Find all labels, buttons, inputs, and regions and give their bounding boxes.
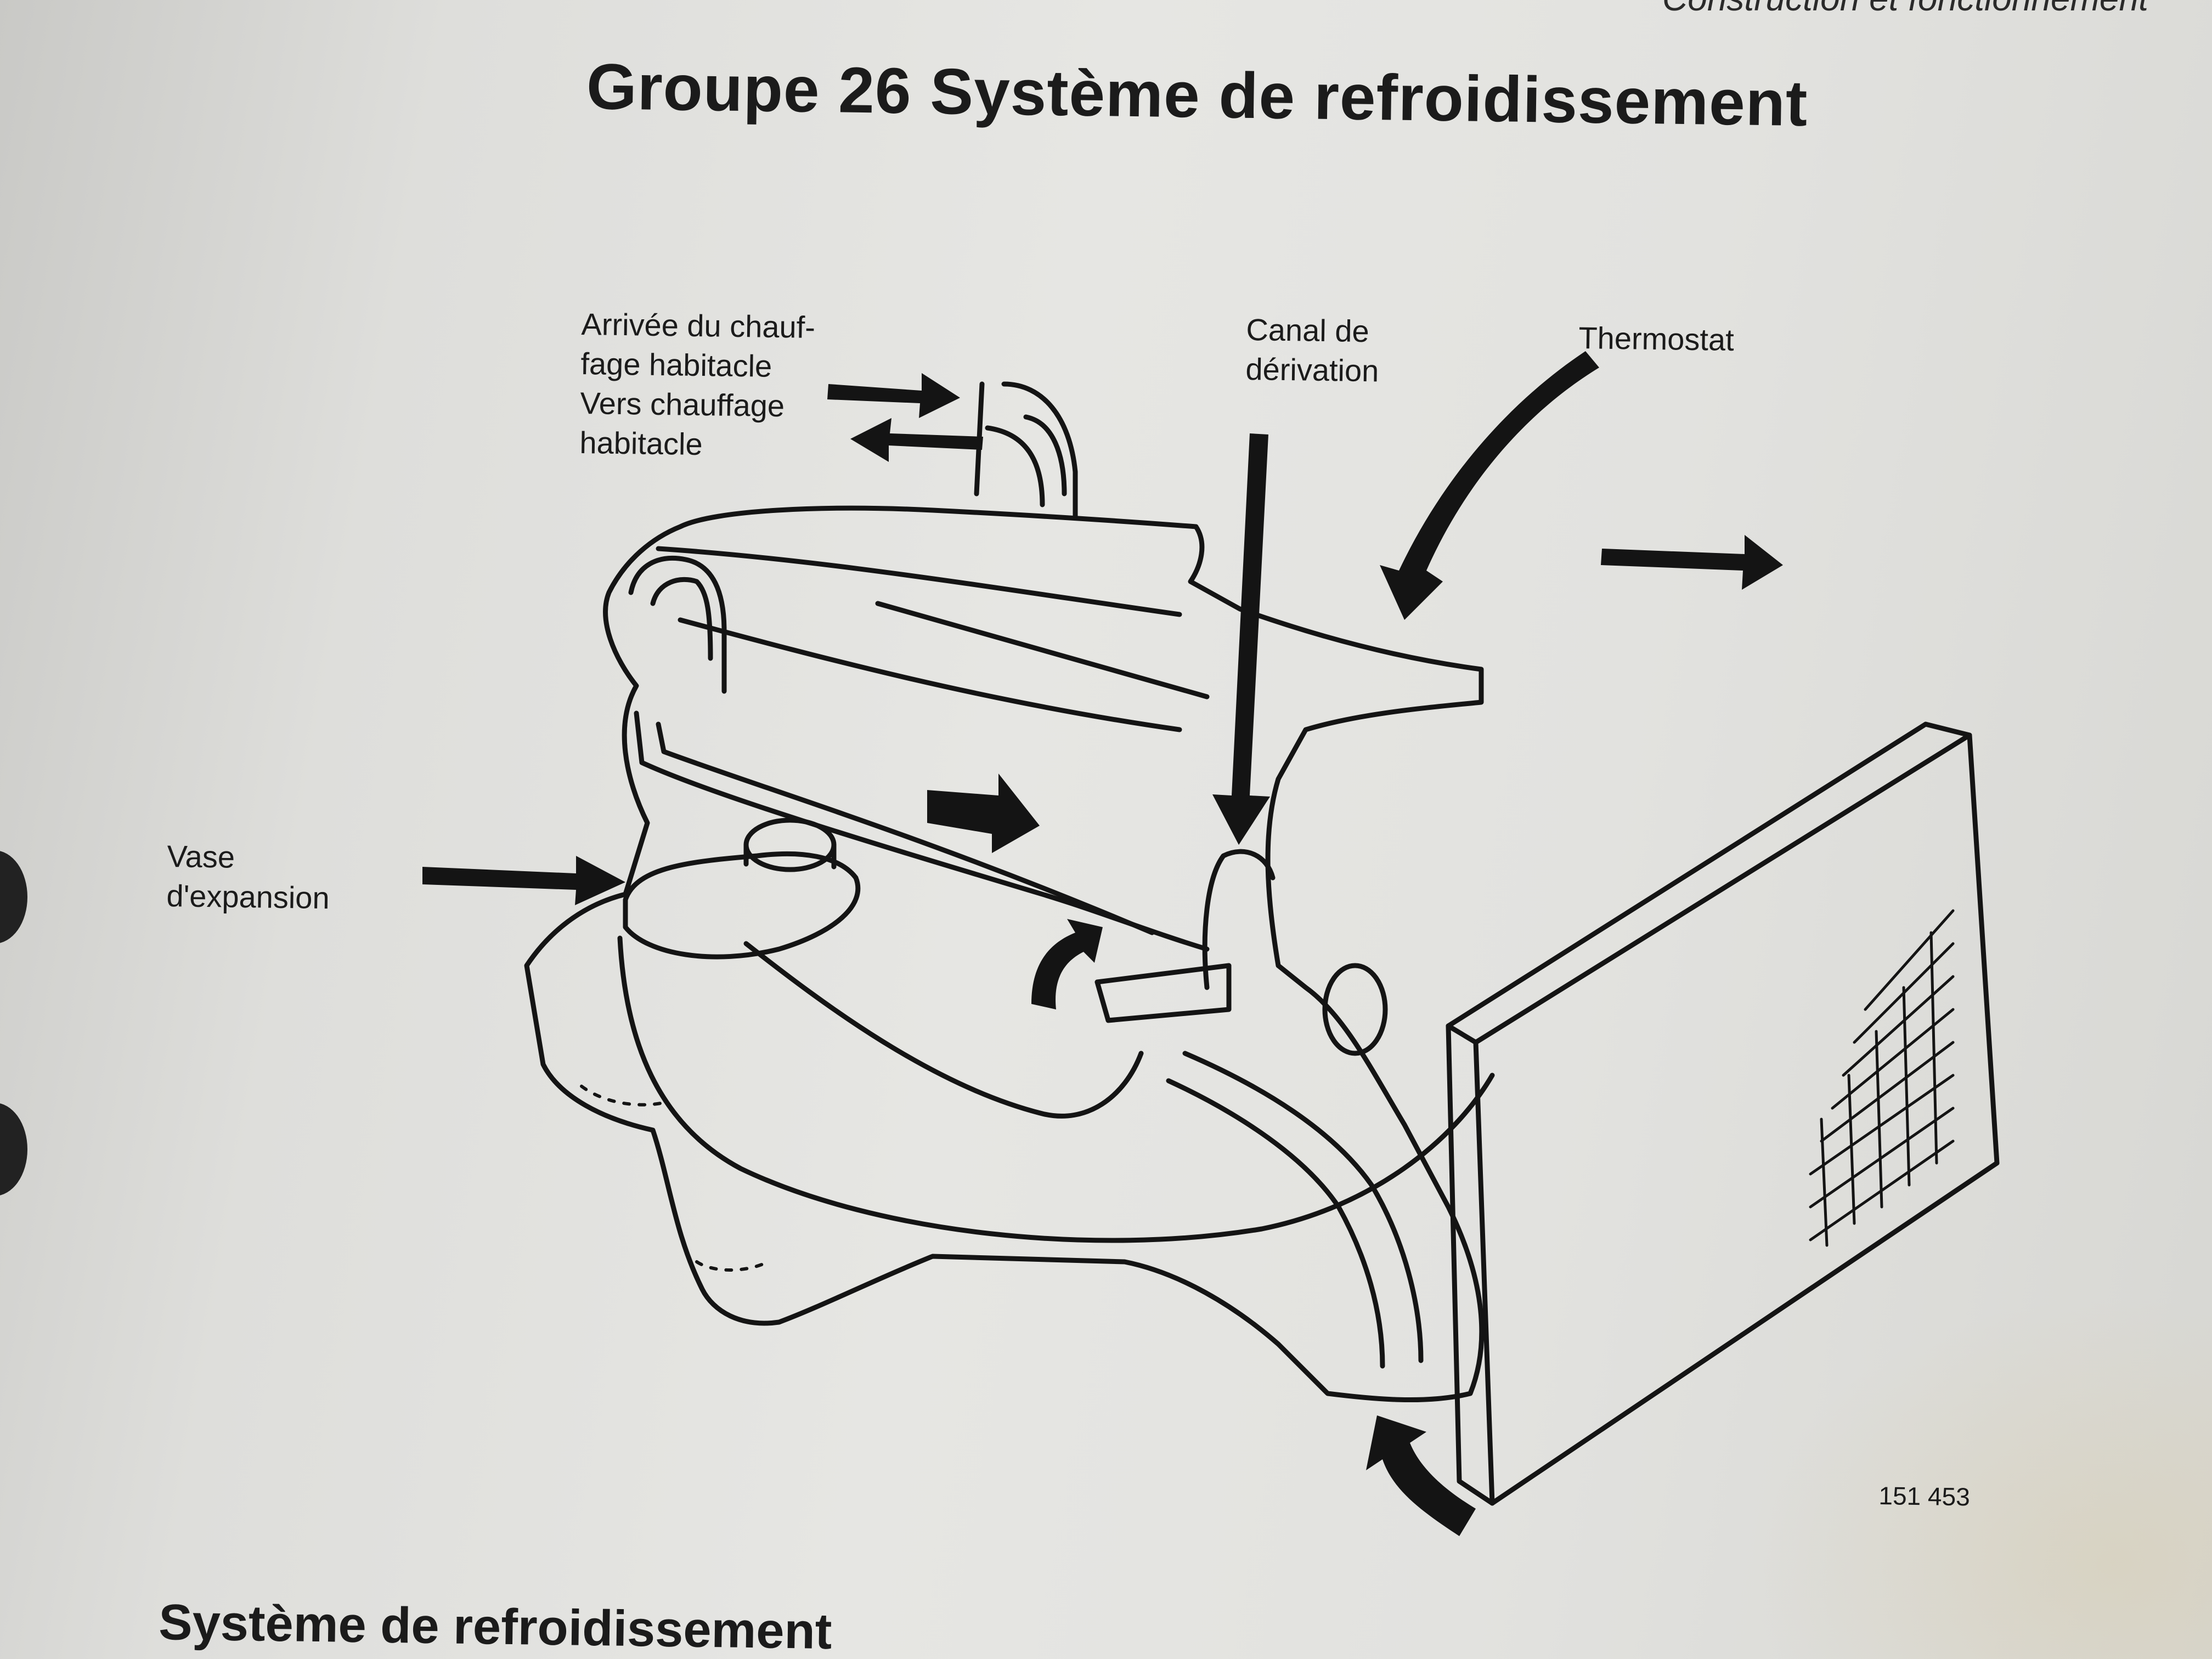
flow-arrow-icon [1212,433,1270,845]
label-thermostat-text: Thermostat [1578,320,1735,357]
section-heading: Système de refroidissement [158,1594,833,1659]
label-heater-line-2: fage habitacle [580,346,772,383]
label-bypass-line-1: Canal de [1246,312,1370,349]
label-heater: Arrivée du chauf- fage habitacle Vers ch… [579,304,815,466]
flow-arrow-icon [422,856,625,905]
figure-number-text: 151 453 [1878,1481,1971,1511]
label-thermostat: Thermostat [1578,318,1734,360]
label-heater-line-1: Arrivée du chauf- [581,306,816,345]
label-bypass-line-2: dérivation [1245,351,1379,388]
label-expansion-line-2: d'expansion [166,878,330,916]
flow-arrow-icon [1601,535,1783,590]
running-head: Construction et fonctionnement [1662,0,2148,19]
label-bypass: Canal de dérivation [1245,310,1380,391]
engine-illustration [524,505,1485,1403]
radiator-illustration [1473,732,2000,1506]
label-heater-line-4: habitacle [579,425,703,462]
label-heater-line-3: Vers chauffage [580,385,785,424]
label-expansion: Vase d'expansion [166,837,330,918]
flow-arrow-icon [850,418,983,462]
flow-arrow-icon [1380,351,1599,620]
label-expansion-line-1: Vase [167,838,235,874]
paper-stain [1718,1275,2212,1659]
figure-number: 151 453 [1878,1476,1970,1516]
flow-arrow-icon [827,373,960,418]
flow-arrow-icon [1031,919,1103,1009]
flow-arrow-icon [927,774,1040,853]
flow-arrow-icon [1366,1415,1476,1536]
